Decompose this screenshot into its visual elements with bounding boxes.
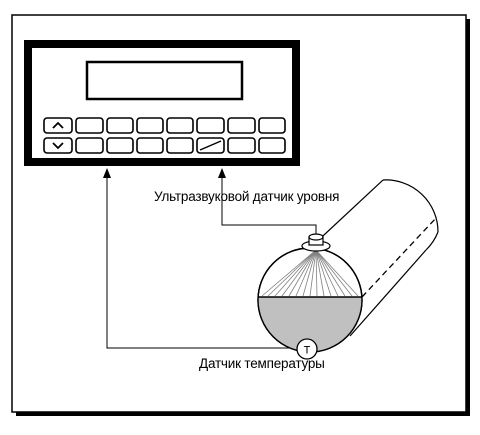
level-wire-arrowhead (218, 168, 226, 178)
lcd-display (85, 60, 244, 101)
temperature-sensor: T (296, 338, 318, 360)
key[interactable] (136, 137, 164, 154)
wiring (106, 175, 317, 349)
up-arrow-icon (52, 121, 64, 129)
temp-sensor-symbol: T (304, 345, 311, 357)
temp-wire-arrowhead (103, 168, 111, 178)
key[interactable] (75, 137, 104, 154)
key[interactable] (106, 117, 134, 134)
key[interactable] (258, 137, 286, 154)
key-down[interactable] (43, 137, 73, 154)
key[interactable] (196, 117, 225, 134)
temp-sensor-label: Датчик температуры (199, 356, 325, 371)
level-sensor-label: Ультразвуковой датчик уровня (154, 189, 340, 204)
temp-sensor-wire (106, 175, 297, 349)
key[interactable] (75, 117, 104, 134)
controller-unit (24, 40, 300, 166)
down-arrow-icon (52, 142, 64, 150)
key[interactable] (227, 117, 256, 134)
ultrasonic-beam (261, 249, 359, 297)
tank-bottom-edge (349, 249, 427, 337)
level-sensor-wire (221, 175, 317, 236)
key[interactable] (106, 137, 134, 154)
key[interactable] (136, 117, 164, 134)
tank-rear-lower (425, 231, 439, 251)
keypad-row-top (43, 117, 286, 134)
tank-rear-cap (382, 179, 439, 233)
key[interactable] (258, 117, 286, 134)
ultrasonic-level-sensor (301, 233, 331, 252)
storage-tank: T (257, 179, 439, 360)
liquid-level-dashed (361, 217, 437, 298)
key[interactable] (166, 117, 194, 134)
slash-icon (199, 140, 222, 151)
keypad-row-bottom (43, 137, 286, 154)
key-up[interactable] (43, 117, 73, 134)
key[interactable] (166, 137, 194, 154)
key[interactable] (227, 137, 256, 154)
